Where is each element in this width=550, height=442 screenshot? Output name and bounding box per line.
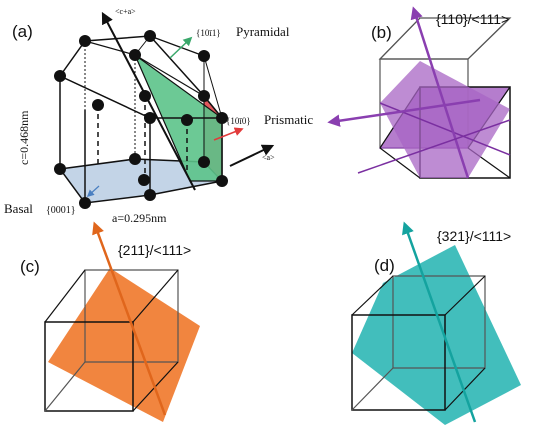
lattice-c-label: c=0.468nm xyxy=(17,110,31,165)
pyramidal-normal-arrow xyxy=(169,36,193,59)
prismatic-name-label: Prismatic xyxy=(264,112,313,127)
a-direction-arrow xyxy=(229,144,275,167)
plane-321 xyxy=(352,245,521,425)
atoms xyxy=(54,30,228,209)
basal-normal-arrow xyxy=(86,185,100,197)
panel-b-bcc: (b) {110}/<111> xyxy=(327,6,512,179)
pyramidal-plane-label: {10ī1} xyxy=(196,28,221,38)
panel-d-bcc: (d) {321}/<111> xyxy=(351,221,521,425)
slip-direction-b xyxy=(327,98,481,127)
prismatic-plane-label: {10ī0} xyxy=(226,116,251,126)
slip-direction-d xyxy=(402,221,477,423)
a-label: <a> xyxy=(262,153,275,162)
panel-a-hcp: (a) <c+a> <a> {10ī1} Pyramidal {10ī0} Pr… xyxy=(4,7,313,225)
prismatic-normal-arrow xyxy=(213,127,244,141)
panel-b-system: {110}/<111> xyxy=(436,11,509,27)
ca-label: <c+a> xyxy=(115,7,136,16)
slip-direction-c xyxy=(92,221,167,416)
panel-c-system: {211}/<111> xyxy=(118,242,191,258)
plane-211 xyxy=(48,268,200,422)
panel-a-label: (a) xyxy=(12,22,33,41)
pyramidal-name-label: Pyramidal xyxy=(236,24,290,39)
panel-c-bcc: (c) {211}/<111> xyxy=(20,221,200,422)
panel-c-label: (c) xyxy=(20,257,40,276)
basal-name-label: Basal xyxy=(4,201,33,216)
panel-b-label: (b) xyxy=(371,23,392,42)
basal-plane-label: {0001} xyxy=(46,205,76,216)
lattice-a-label: a=0.295nm xyxy=(112,211,167,225)
panel-d-system: {321}/<111> xyxy=(437,228,511,244)
ca-direction-arrow xyxy=(101,11,196,191)
panel-d-label: (d) xyxy=(374,256,395,275)
